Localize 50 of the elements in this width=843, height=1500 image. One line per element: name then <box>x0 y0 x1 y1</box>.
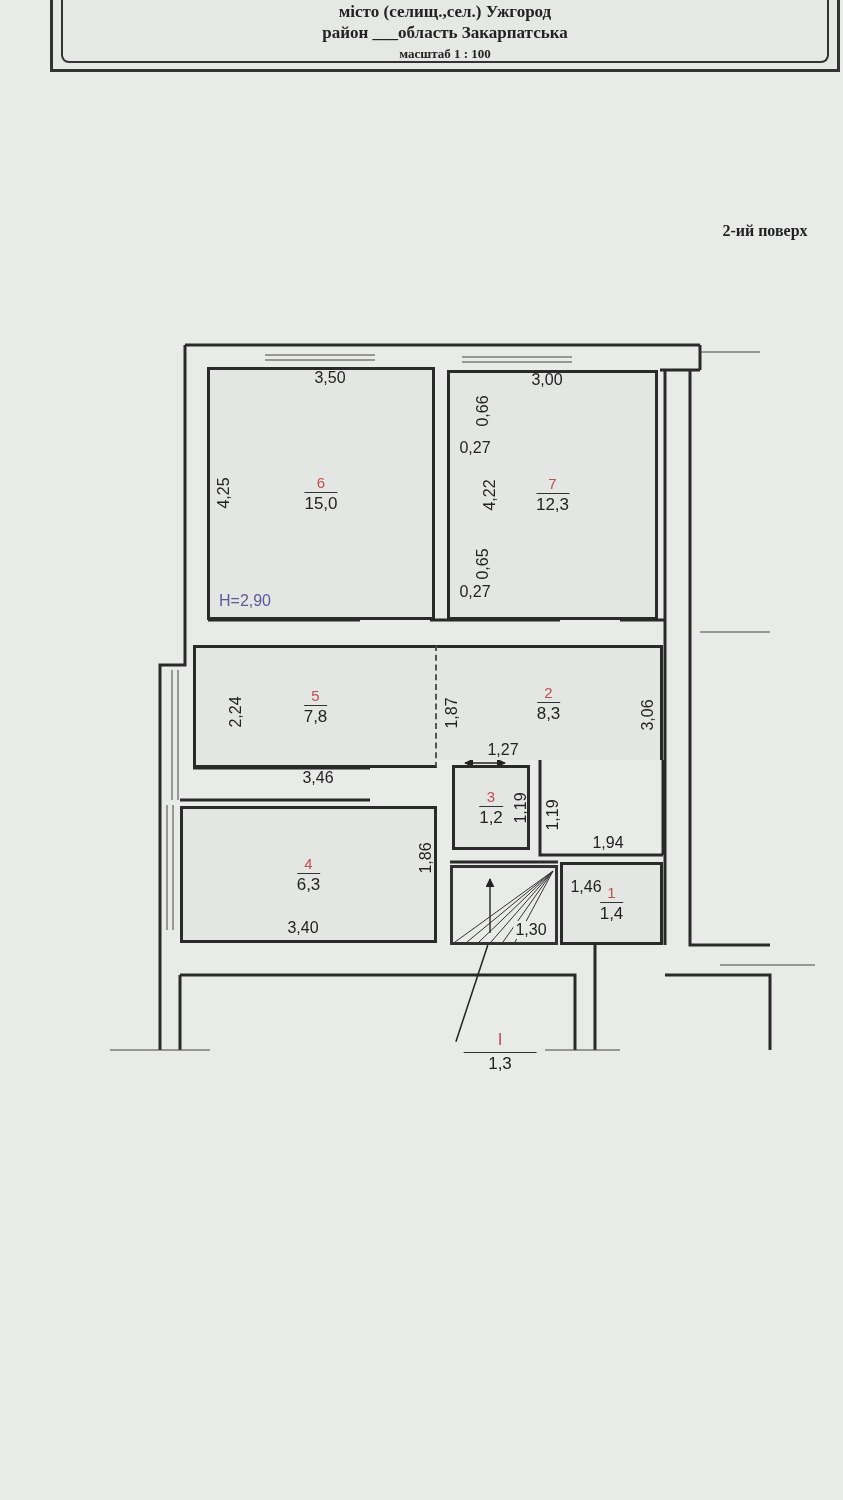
room <box>207 367 435 620</box>
area-value: 15,0 <box>304 492 338 514</box>
dimension-label: 0,27 <box>459 439 491 457</box>
dimension-label: 3,50 <box>314 369 346 387</box>
dimension-label: 0,66 <box>474 395 492 427</box>
dimension-label: 1,30 <box>513 921 549 939</box>
room-number: 5 <box>303 686 328 706</box>
dimension-label: 1,46 <box>570 878 602 896</box>
area-value: 12,3 <box>535 494 570 515</box>
leader-line <box>455 944 489 1043</box>
scale-note: масштаб 1 : 100 <box>398 45 492 63</box>
area-value: 1,4 <box>599 902 624 924</box>
floor-label: 2-ий поверх <box>722 222 808 240</box>
dimension-label: 0,65 <box>474 548 492 580</box>
room-number: 3 <box>479 787 503 807</box>
dimension-label: 1,87 <box>443 697 461 729</box>
room <box>560 862 663 945</box>
room-number: 4 <box>296 854 321 874</box>
dimension-label: 1,86 <box>417 842 435 874</box>
room-number: 6 <box>304 473 338 493</box>
room-number: 7 <box>535 475 570 494</box>
room-number: 2 <box>536 684 561 703</box>
room <box>452 765 530 850</box>
dimension-label: 4,22 <box>481 479 499 511</box>
room-number: I <box>463 1030 537 1053</box>
dimension-label: 0,27 <box>459 583 491 601</box>
address-line: район ___область Закарпатська <box>321 22 569 43</box>
dimension-label: 2,24 <box>227 696 245 728</box>
room <box>193 645 437 768</box>
area-value: 1,2 <box>479 806 503 828</box>
dimension-label: 3,46 <box>302 769 334 787</box>
area-value: 1,3 <box>487 1053 513 1074</box>
area-value: 8,3 <box>536 703 561 724</box>
room <box>447 370 658 620</box>
room <box>180 806 437 943</box>
dimension-label: 1,27 <box>487 741 519 759</box>
dimension-label: 1,19 <box>512 792 530 824</box>
staircase-drawing <box>450 865 558 945</box>
dimension-label: 4,25 <box>215 477 233 509</box>
ceiling-height-label: H=2,90 <box>219 592 271 610</box>
dimension-label: 1,19 <box>544 799 562 831</box>
dimension-label: 3,06 <box>639 699 657 731</box>
dimension-label: 1,94 <box>592 834 624 852</box>
area-value: 7,8 <box>303 705 328 727</box>
dimension-label: 3,40 <box>287 919 319 937</box>
dimension-label: 3,00 <box>531 371 563 389</box>
room <box>437 645 663 760</box>
address-line: місто (селищ.,сел.) Ужгород <box>337 1 553 22</box>
title-block <box>50 0 840 72</box>
area-value: 6,3 <box>296 873 321 895</box>
